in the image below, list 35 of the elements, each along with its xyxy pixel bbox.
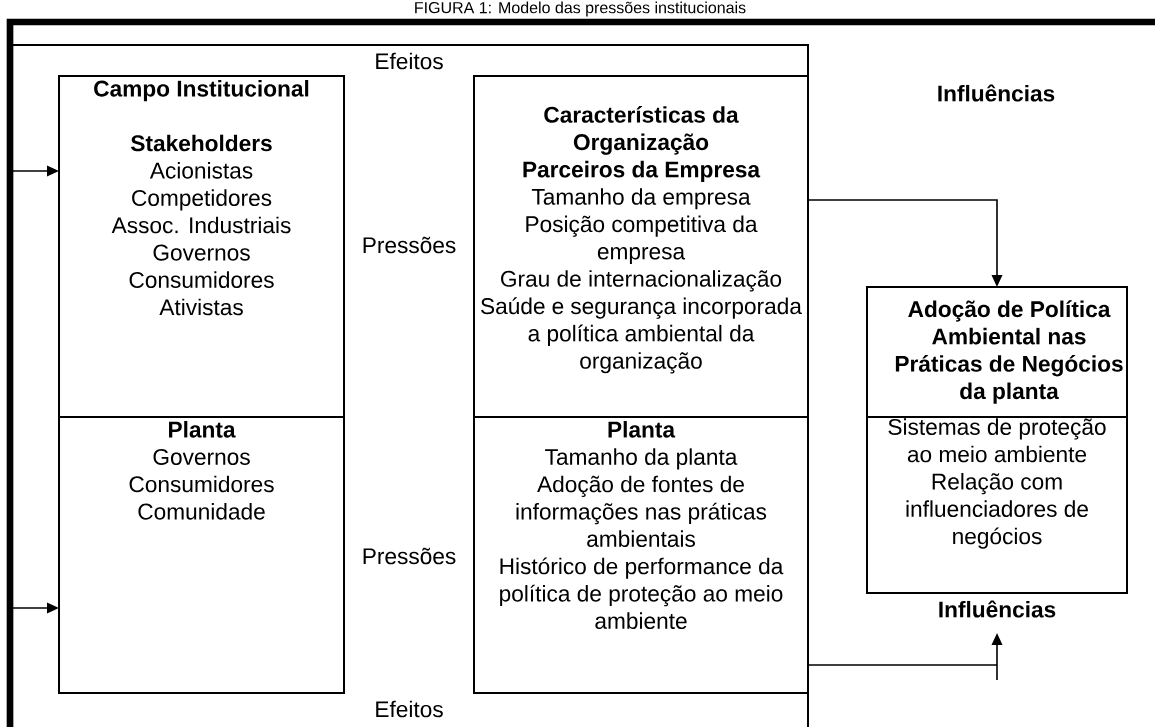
- item-text: Governos: [153, 448, 250, 465]
- item-text: Acionistas: [149, 162, 253, 179]
- label-text: Pressões: [363, 547, 456, 565]
- label-text: Influências: [938, 84, 1055, 102]
- item-text: Tamanho da planta: [545, 448, 738, 470]
- heading: Características da Organização: [544, 106, 739, 155]
- item-text: Ativistas: [159, 298, 243, 316]
- heading: Planta: [608, 421, 676, 438]
- item-text: Posição competitiva da empresa: [526, 215, 758, 264]
- item-text: Relação com influenciadores de negócios: [906, 473, 1088, 549]
- heading: Adoção de Política Ambiental nas Práticas de Negócios da planta: [895, 300, 1123, 404]
- item-text: Consumidores: [129, 271, 274, 288]
- heading: Campo Institucional: [94, 80, 309, 102]
- item-text: Histórico de performance da política de proteção ao meio ambiente: [500, 557, 784, 629]
- label-text: Efeitos: [376, 52, 443, 70]
- text-box: [473, 416, 809, 694]
- text-box: [58, 75, 345, 418]
- item-text: Tamanho da empresa: [531, 188, 751, 210]
- item-text: Consumidores: [129, 475, 274, 493]
- title: FIGURA 1: Modelo das pressões institucionais: [415, 1, 746, 17]
- heading: Parceiros da Empresa: [523, 160, 761, 182]
- heading: Planta: [169, 421, 236, 438]
- item-text: Grau de internacionalização: [501, 270, 782, 292]
- label-text: Efeitos: [376, 700, 443, 718]
- item-text: Competidores: [132, 189, 272, 211]
- item-text: Saúde e segurança incorporada a política ambiental da organização: [481, 297, 802, 374]
- text-box: [58, 416, 345, 694]
- item-text: Adoção de fontes de informações nas práticas ambientais: [516, 475, 767, 547]
- text-box: [473, 75, 809, 418]
- item-text: Assoc. Industriais: [111, 216, 291, 234]
- item-text: Comunidade: [138, 503, 265, 520]
- heading: Stakeholders: [131, 134, 272, 152]
- label-text: Pressões: [363, 236, 456, 254]
- item-text: Sistemas de proteção ao meio ambiente: [888, 418, 1106, 463]
- item-text: Governos: [153, 244, 250, 261]
